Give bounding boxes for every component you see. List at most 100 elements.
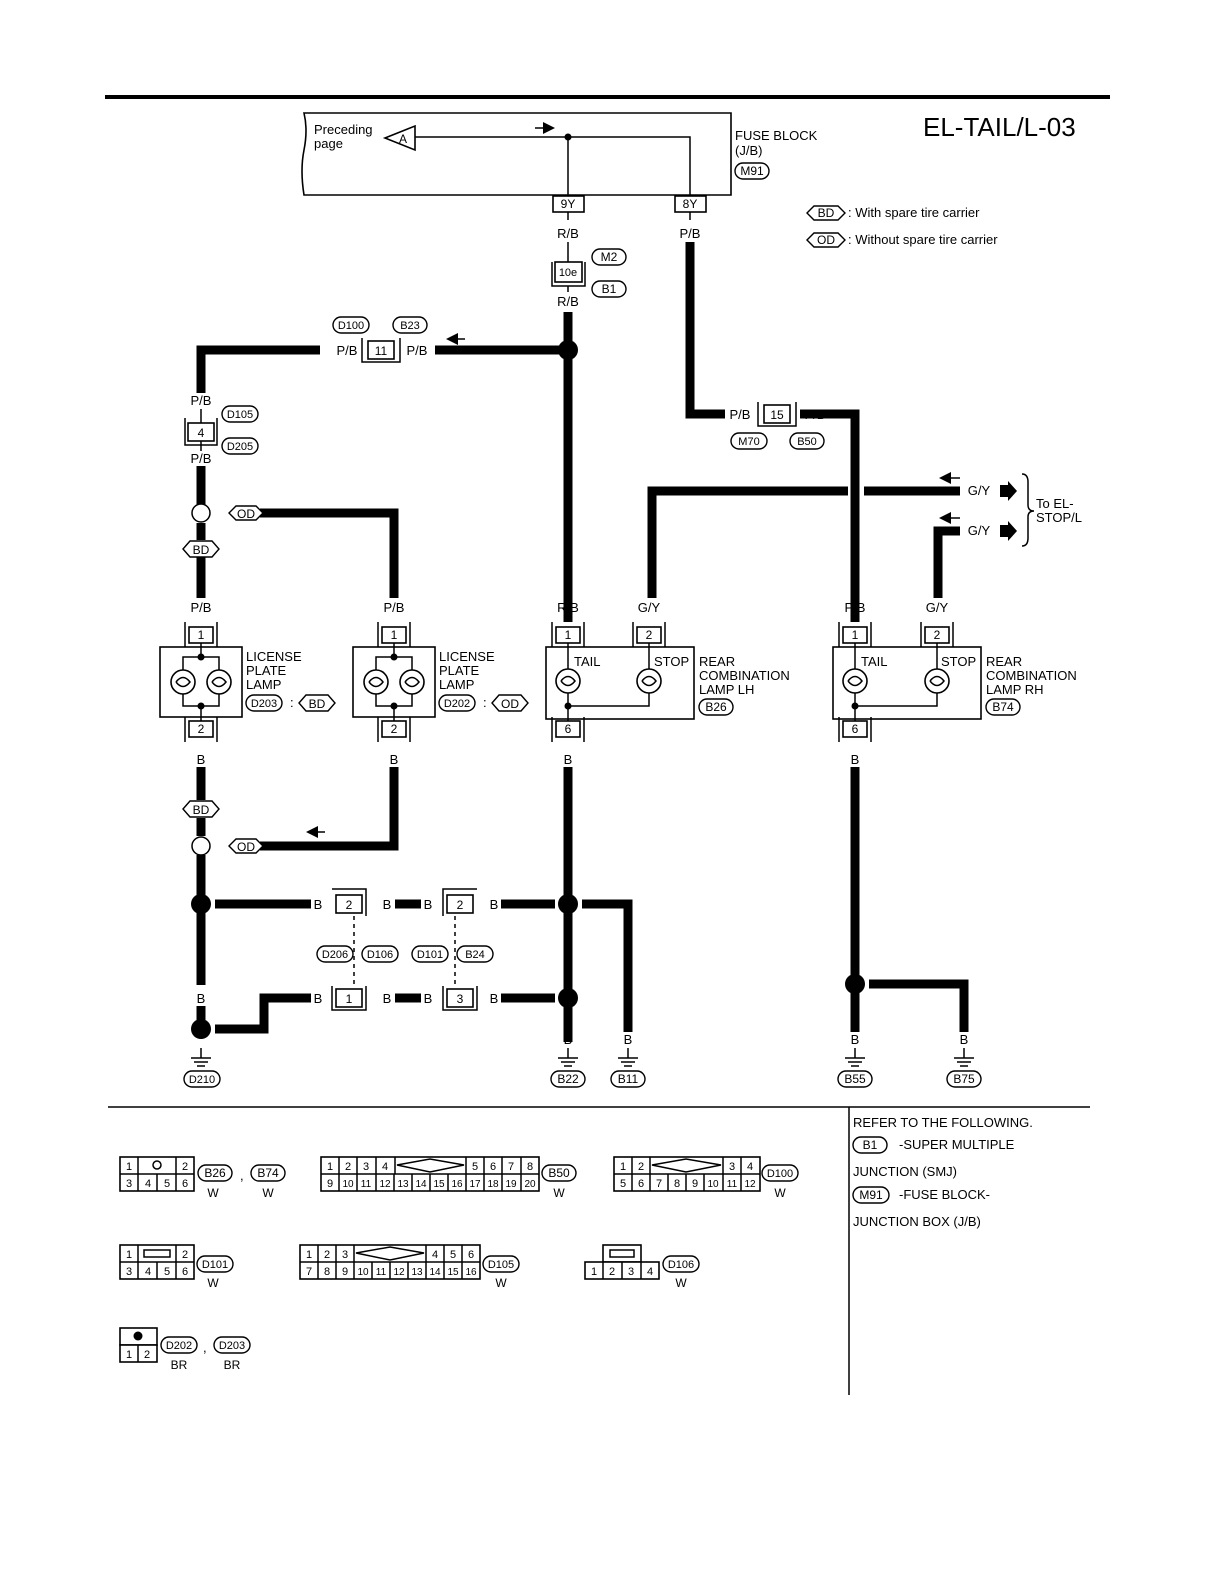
connector-id-b50: B50 (797, 436, 817, 448)
lamp-sep: : (290, 695, 294, 710)
connector-2-left: 2 (346, 898, 353, 912)
tail-label: TAIL (861, 654, 888, 669)
tag-od: OD (501, 697, 519, 711)
lamp-label: COMBINATION (986, 668, 1077, 683)
flow-arrows (306, 333, 1017, 838)
to-stop-label-2: STOP/L (1036, 510, 1082, 525)
ground-id-b11: B11 (618, 1072, 639, 1086)
wire-label: B (197, 752, 206, 767)
stop-label: STOP (654, 654, 689, 669)
lamp-label: LICENSE (439, 649, 495, 664)
pin-label: 1 (391, 628, 398, 642)
lamp-label: LAMP (439, 677, 474, 692)
svg-text:6: 6 (468, 1249, 474, 1261)
connector-id-d206: D206 (322, 949, 348, 961)
fuse-block-label-2: (J/B) (735, 143, 762, 158)
wire-label: P/B (845, 600, 866, 615)
svg-text:4: 4 (145, 1178, 151, 1190)
tag-od: OD (237, 840, 255, 854)
wire-label: P/B (680, 226, 701, 241)
wire-label: B (197, 991, 206, 1006)
ground-id-b55: B55 (844, 1072, 866, 1086)
wire-label: P/B (805, 407, 826, 422)
svg-text:3: 3 (126, 1266, 132, 1278)
svg-text:5: 5 (164, 1178, 170, 1190)
wire-label: B (851, 1032, 860, 1047)
rear-combination-lamp-rh: 1 2 6 TAIL STOP REAR COMBINATION LAMP RH… (832, 622, 1077, 742)
wire-label: G/Y (968, 523, 991, 538)
svg-text:B74: B74 (257, 1166, 279, 1180)
lamp-label: LICENSE (246, 649, 302, 664)
wire-label: B (624, 1032, 633, 1047)
svg-text:19: 19 (505, 1179, 517, 1190)
wire-label: B (390, 752, 399, 767)
connector-id-b24: B24 (465, 949, 485, 961)
connector-2-right: 2 (457, 898, 464, 912)
pin-label: 2 (198, 722, 205, 736)
rear-combination-lamp-lh: 1 2 6 TAIL STOP REAR COMBINATION LAMP LH… (545, 622, 790, 742)
svg-text:10: 10 (357, 1267, 369, 1278)
tag-od: OD (237, 507, 255, 521)
pin-label: 1 (852, 628, 859, 642)
svg-text:W: W (675, 1276, 687, 1290)
svg-text:12: 12 (379, 1179, 391, 1190)
fuse-block-label: FUSE BLOCK (735, 128, 818, 143)
terminal-9y: 9Y (561, 197, 576, 211)
lamp-id: B74 (992, 700, 1014, 714)
lamp-sep: : (483, 695, 487, 710)
svg-text:9: 9 (692, 1178, 698, 1190)
svg-text:6: 6 (490, 1161, 496, 1173)
to-stop-label: To EL- (1036, 496, 1074, 511)
wire-label: B (424, 991, 433, 1006)
license-plate-lamp-bd: 1 2 LICENSE PLATE LAMP D203 : BD (159, 622, 336, 742)
wire-label: P/B (191, 600, 212, 615)
wire-label: B (314, 991, 323, 1006)
connector-id-d105: D105 (227, 409, 253, 421)
connector-face-b26-b74: 1 2 3 4 5 6 B26 , B74 W W (119, 1156, 286, 1200)
wire-label: B (383, 991, 392, 1006)
svg-text:W: W (262, 1186, 274, 1200)
wire-label: P/B (337, 343, 358, 358)
pin-label: 1 (565, 628, 572, 642)
fuse-block-id: M91 (740, 164, 764, 178)
bulb-icon (363, 669, 389, 695)
svg-text:10: 10 (342, 1179, 354, 1190)
lamp-label: REAR (986, 654, 1022, 669)
svg-text:6: 6 (638, 1178, 644, 1190)
wire-label: B (490, 991, 499, 1006)
bulb-icon (399, 669, 425, 695)
connector-10e: 10e (559, 267, 577, 279)
connector-id-d100: D100 (338, 320, 364, 332)
wire-label: G/Y (968, 483, 991, 498)
reference-text: -SUPER MULTIPLE (899, 1137, 1015, 1152)
pin-label: 6 (852, 722, 859, 736)
svg-text:2: 2 (182, 1161, 188, 1173)
connector-face-b50: 1 2 3 4 5 6 7 8 9 10 11 12 13 14 15 16 1… (320, 1156, 577, 1200)
ground-icon (954, 1048, 974, 1067)
connector-face-d202-d203: 1 2 D202 , D203 BR BR (119, 1327, 251, 1372)
connector-face-d106: 1 2 3 4 D106 W (584, 1244, 700, 1290)
svg-text:18: 18 (487, 1179, 499, 1190)
connector-face-d101: 1 2 3 4 5 6 D101 W (119, 1244, 234, 1290)
svg-text:3: 3 (126, 1178, 132, 1190)
svg-text:6: 6 (182, 1266, 188, 1278)
svg-text:W: W (207, 1186, 219, 1200)
svg-text:13: 13 (411, 1267, 423, 1278)
svg-text:D106: D106 (668, 1259, 694, 1271)
svg-text:7: 7 (508, 1161, 514, 1173)
svg-text:10: 10 (707, 1179, 719, 1190)
lamp-id: B26 (705, 700, 727, 714)
svg-text:BR: BR (171, 1358, 188, 1372)
lamp-id: D202 (444, 698, 470, 710)
pin-label: 2 (391, 722, 398, 736)
svg-text:1: 1 (126, 1249, 132, 1261)
svg-text:4: 4 (647, 1266, 653, 1278)
wire-label: P/B (407, 343, 428, 358)
wire-color-labels: R/B P/B R/B P/B P/B P/B P/B P/B P/B G/Y … (191, 226, 991, 1047)
connector-id-d101: D101 (417, 949, 443, 961)
bulb-icon (206, 669, 232, 695)
svg-text:6: 6 (182, 1178, 188, 1190)
svg-text:8: 8 (324, 1266, 330, 1278)
wire-label: B (314, 897, 323, 912)
wire-label: R/B (557, 294, 579, 309)
